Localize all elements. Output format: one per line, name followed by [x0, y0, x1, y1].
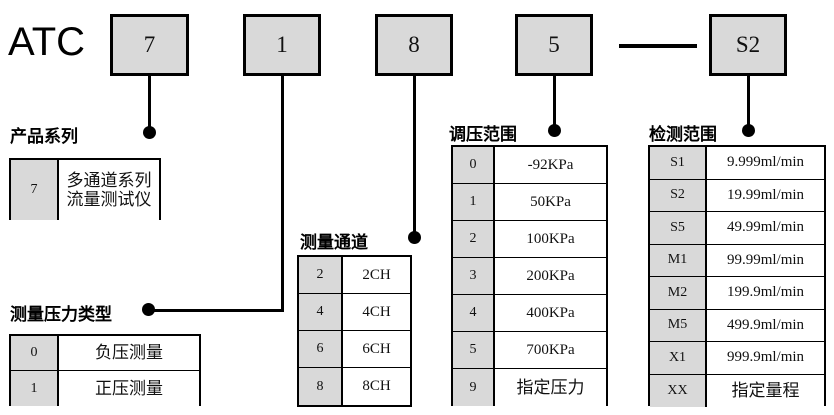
row-description: 负压测量 — [59, 336, 199, 370]
row-description: 指定量程 — [707, 374, 824, 407]
caption-product-series: 产品系列 — [10, 127, 78, 146]
row-description: 6CH — [343, 331, 410, 367]
row-description: 499.9ml/min — [707, 309, 824, 341]
row-code: S5 — [650, 212, 707, 244]
row-description: 4CH — [343, 294, 410, 330]
row-code: 9 — [453, 369, 495, 406]
row-description: 正压测量 — [59, 371, 199, 406]
connector-series-dot — [143, 126, 156, 139]
connector-pressure-type-dot — [142, 303, 155, 316]
row-code: 2 — [453, 221, 495, 257]
caption-pressure-type: 测量压力类型 — [10, 305, 112, 324]
row-description: 100KPa — [495, 221, 606, 257]
row-description: 多通道系列 流量测试仪 — [59, 160, 159, 220]
row-code: 3 — [453, 258, 495, 294]
connector-pressure-range-dot — [548, 124, 561, 137]
row-description: 指定压力 — [495, 369, 606, 406]
code-box-series[interactable]: 7 — [110, 14, 189, 76]
row-description: 8CH — [343, 368, 410, 405]
connector-detection-range-vertical — [747, 76, 750, 129]
row-description: 999.9ml/min — [707, 342, 824, 374]
row-code: 4 — [299, 294, 343, 330]
row-code: XX — [650, 374, 707, 407]
row-code: 8 — [299, 368, 343, 405]
code-box-pressure-range[interactable]: 5 — [515, 14, 593, 76]
row-description: 50KPa — [495, 184, 606, 220]
row-code: 2 — [299, 257, 343, 293]
code-box-channels[interactable]: 8 — [375, 14, 453, 76]
row-description: 200KPa — [495, 258, 606, 294]
code-box-pressure-type[interactable]: 1 — [243, 14, 321, 76]
connector-channels-vertical — [413, 76, 416, 237]
code-separator-dash — [619, 44, 697, 48]
row-code: S2 — [650, 179, 707, 211]
row-description: 99.99ml/min — [707, 244, 824, 276]
row-description: 199.9ml/min — [707, 277, 824, 309]
connector-pressure-range-vertical — [553, 76, 556, 129]
brand-label: ATC — [8, 20, 86, 64]
row-code: M5 — [650, 309, 707, 341]
row-description: 2CH — [343, 257, 410, 293]
row-description: 700KPa — [495, 332, 606, 368]
caption-channels: 测量通道 — [300, 233, 368, 252]
row-description: 400KPa — [495, 295, 606, 331]
row-description: 19.99ml/min — [707, 179, 824, 211]
row-code: M1 — [650, 244, 707, 276]
row-description: 49.99ml/min — [707, 212, 824, 244]
row-code: 7 — [11, 160, 59, 220]
connector-series-vertical — [148, 76, 151, 131]
row-code: M2 — [650, 277, 707, 309]
row-code: S1 — [650, 147, 707, 179]
connector-pressure-type-vertical — [281, 76, 284, 312]
connector-channels-dot — [408, 231, 421, 244]
caption-detection-range: 检测范围 — [649, 125, 717, 144]
row-code: 0 — [11, 336, 59, 370]
connector-pressure-type-horizontal — [148, 309, 284, 312]
row-code: 0 — [453, 147, 495, 183]
row-code: 1 — [453, 184, 495, 220]
row-code: 6 — [299, 331, 343, 367]
table-row: 0-92KPa — [453, 147, 606, 184]
row-code: 4 — [453, 295, 495, 331]
row-code: X1 — [650, 342, 707, 374]
row-description: 9.999ml/min — [707, 147, 824, 179]
row-code: 5 — [453, 332, 495, 368]
row-description: -92KPa — [495, 147, 606, 183]
code-box-detection-range[interactable]: S2 — [709, 14, 787, 76]
row-code: 1 — [11, 371, 59, 406]
connector-detection-range-dot — [742, 124, 755, 137]
caption-pressure-range: 调压范围 — [449, 125, 517, 144]
